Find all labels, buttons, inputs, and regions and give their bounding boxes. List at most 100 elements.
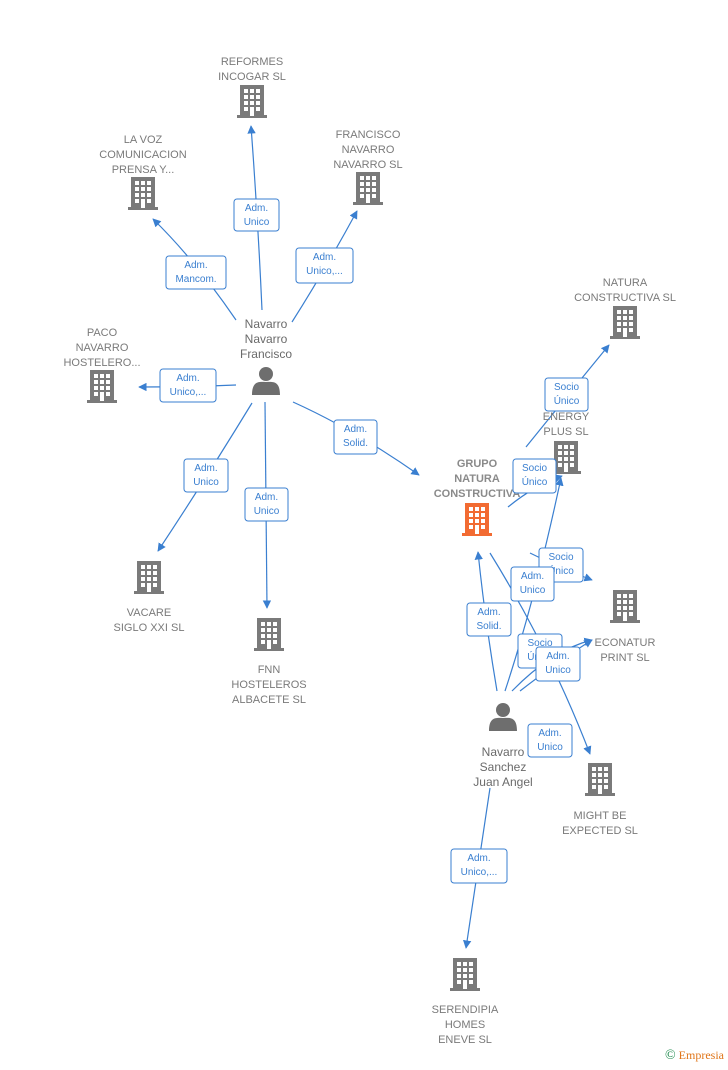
node-label-line: Juan Angel (473, 775, 532, 789)
building-icon (551, 441, 581, 474)
edge-label-line: Adm. (245, 203, 268, 214)
node-label-line: ENEVE SL (438, 1034, 492, 1046)
node-label-line: COMUNICACION (99, 149, 186, 161)
edge-label-line: Adm. (255, 492, 278, 503)
node-label-line: GRUPO (457, 458, 498, 470)
person-icon (489, 703, 517, 731)
node-label-line: NAVARRO (342, 144, 395, 156)
edge-label-box (165, 255, 227, 290)
node-label-line: FRANCISCO (336, 129, 401, 141)
node-label-line: Navarro (245, 317, 288, 331)
edge-label-line: Unico,... (306, 266, 343, 277)
edge-label-line: Adm. (184, 260, 207, 271)
edge-label-line: Unico (520, 585, 546, 596)
node-label-line: HOSTELERO... (63, 357, 140, 369)
node-paco[interactable]: PACO NAVARRO HOSTELERO... (63, 327, 141, 403)
node-label-line: HOSTELEROS (231, 679, 306, 691)
edge-label-box (159, 368, 217, 403)
edge-labels-layer: Adm.UnicoAdm.Mancom.Adm.Unico,...Adm.Uni… (159, 198, 589, 884)
building-icon (450, 958, 480, 991)
edge-label-box (233, 198, 280, 232)
edge-label-box (333, 419, 378, 455)
building-icon (128, 177, 158, 210)
edge-label-line: Solid. (476, 621, 501, 632)
edge-label-line: Unico (254, 506, 280, 517)
node-label-line: Navarro (245, 332, 288, 346)
node-label-line: PACO (87, 327, 118, 339)
edge-label[interactable]: Adm.Unico (510, 566, 555, 602)
node-label-line: INCOGAR SL (218, 71, 286, 83)
brand-name: Empresia (678, 1048, 724, 1062)
edge-label[interactable]: Adm. Unico (233, 198, 280, 232)
edge-label-line: Adm. (467, 853, 490, 864)
edge-label-line: Unico,... (461, 867, 498, 878)
edge-label-line: Unico (244, 217, 270, 228)
node-natura[interactable]: NATURA CONSTRUCTIVA SL (574, 277, 676, 339)
edge-label-line: Adm. (477, 607, 500, 618)
edge-label-box (183, 458, 229, 493)
edge-label-line: Mancom. (175, 274, 216, 285)
node-label-line: Navarro (482, 745, 525, 759)
edge-label[interactable]: Adm. Unico,... (450, 848, 508, 884)
node-label-line: NATURA (603, 277, 648, 289)
edge-label-line: Socio (527, 638, 552, 649)
edge-label-line: Único (554, 394, 580, 407)
edge-label[interactable]: Adm.Unico (535, 646, 581, 682)
footer-brand[interactable]: © Empresia (665, 1048, 724, 1064)
edge-label-box (527, 723, 573, 758)
node-francisco_sl[interactable]: FRANCISCO NAVARRO NAVARRO SL (333, 129, 403, 205)
node-label-line: NATURA (454, 473, 500, 485)
node-label-line: CONSTRUCTIVA (434, 488, 521, 500)
node-label-line: MIGHT BE (574, 810, 627, 822)
edge-label-box (512, 458, 557, 494)
node-label-line: CONSTRUCTIVA SL (574, 292, 676, 304)
edge-label[interactable]: Adm. Solid. (466, 602, 512, 637)
node-might[interactable]: MIGHT BE EXPECTED SL (562, 763, 638, 837)
building-icon (134, 561, 164, 594)
edges-layer (138, 125, 610, 949)
node-label-line: LA VOZ (124, 134, 163, 146)
edge-label-line: Único (548, 564, 574, 577)
building-icon (87, 370, 117, 403)
edge-label[interactable]: Adm. Unico (244, 487, 289, 522)
node-reformes[interactable]: REFORMES INCOGAR SL (218, 56, 286, 118)
edge-label-line: Único (522, 475, 548, 488)
node-grupo[interactable]: GRUPO NATURA CONSTRUCTIVA (434, 458, 521, 536)
edge-label-line: Adm. (176, 373, 199, 384)
building-icon (254, 618, 284, 651)
edge-label-line: Adm. (313, 252, 336, 263)
edge-label[interactable]: Adm. Unico,... (159, 368, 217, 403)
node-label-line: EXPECTED SL (562, 825, 638, 837)
node-label-line: FNN (258, 664, 281, 676)
node-label-line: NAVARRO SL (333, 159, 402, 171)
node-label-line: HOMES (445, 1019, 485, 1031)
node-label-line: Sanchez (480, 760, 527, 774)
edge-label[interactable]: Adm.Unico (527, 723, 573, 758)
node-label-line: REFORMES (221, 56, 283, 68)
node-label-line: PRINT SL (600, 652, 649, 664)
edge-label-box (535, 646, 581, 682)
person-icon (252, 367, 280, 395)
edge-label[interactable]: Adm. Unico,... (295, 247, 354, 284)
edge-label[interactable]: Adm. Mancom. (165, 255, 227, 290)
edge-label-line: Unico,... (170, 387, 207, 398)
edge-label[interactable]: Adm.Solid. (333, 419, 378, 455)
edge-label-line: Adm. (538, 728, 561, 739)
edge-label[interactable]: Adm.Unico (183, 458, 229, 493)
building-icon (610, 306, 640, 339)
node-label-line: NAVARRO (76, 342, 129, 354)
node-label-line: PLUS SL (543, 426, 588, 438)
edge-label-box (244, 487, 289, 522)
